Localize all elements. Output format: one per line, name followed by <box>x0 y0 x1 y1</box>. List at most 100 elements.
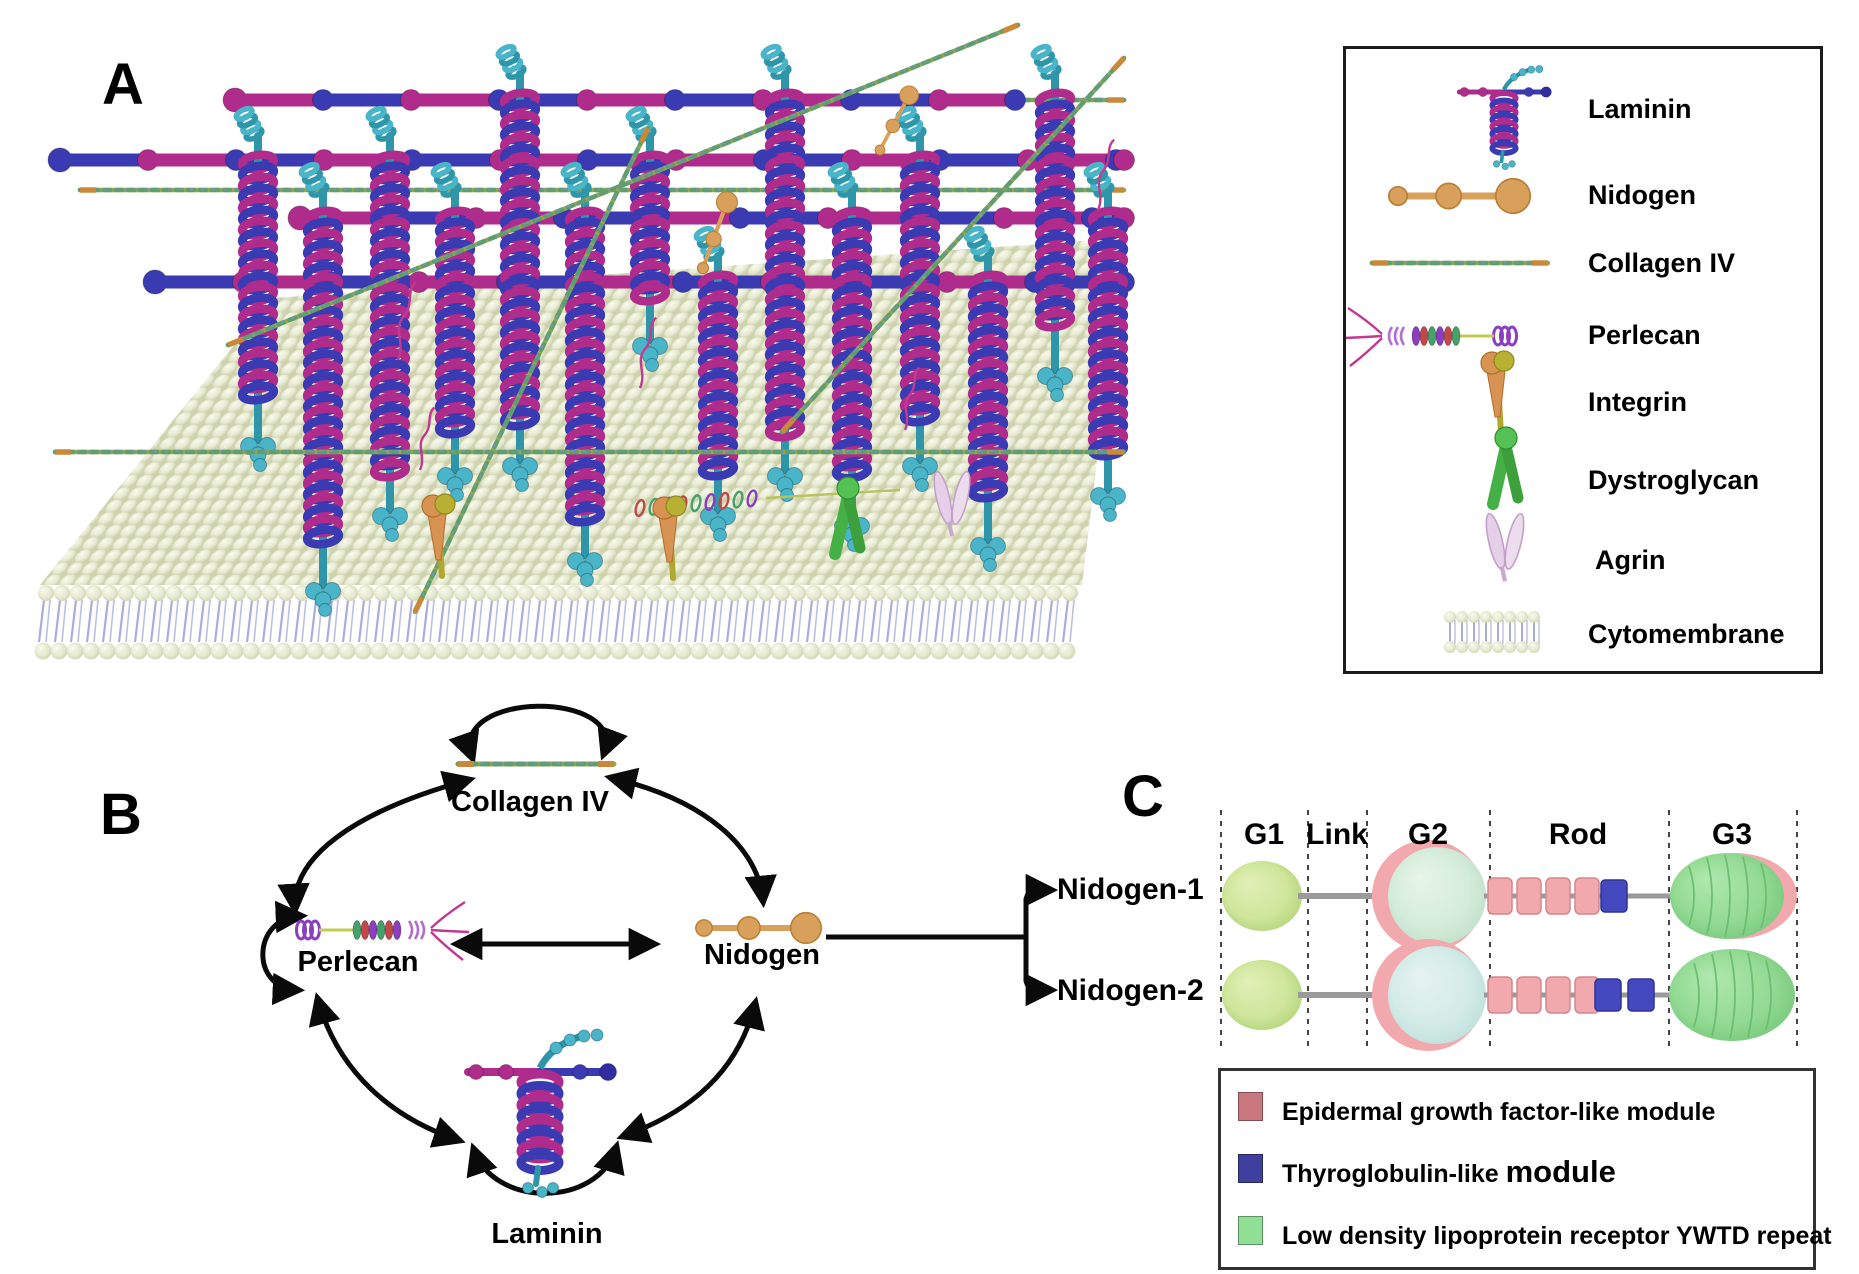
laminin-foot <box>502 457 538 492</box>
laminin-short-arm <box>963 225 995 262</box>
b-label-nidogen-2: Nidogen-2 <box>1057 974 1204 1007</box>
legend-item-cytomembrane: Cytomembrane <box>1588 619 1785 649</box>
laminin-coiled-arm <box>760 43 806 502</box>
laminin-foot <box>437 467 473 502</box>
collagen-iv-icon <box>1369 260 1551 266</box>
c-domain-rod: Rod <box>1548 818 1608 851</box>
interaction-arrow <box>277 770 476 917</box>
laminin-foot <box>632 337 668 372</box>
nidogen-molecule <box>695 911 823 945</box>
interaction-arrow <box>260 900 309 1006</box>
nidogen-2-structure <box>1222 939 1795 1051</box>
laminin-coiled-arm <box>1083 161 1129 522</box>
branch-arrow-nidogen-2 <box>1023 973 1059 1007</box>
laminin-foot <box>305 582 341 617</box>
laminin-short-arm <box>298 161 330 198</box>
branch-arrow-nidogen-1 <box>1023 873 1059 907</box>
c-domain-g1: G1 <box>1243 818 1285 851</box>
laminin-coiled-arm <box>298 161 344 617</box>
perlecan-icon <box>1343 306 1518 367</box>
c-legend-ywtd: Low density lipoprotein receptor YWTD re… <box>1282 1222 1832 1250</box>
c-domain-link: Link <box>1306 818 1368 851</box>
cytomembrane-icon <box>1444 611 1540 653</box>
nidogen-icon <box>1387 177 1532 215</box>
laminin-foot <box>567 552 603 587</box>
b-label-laminin: Laminin <box>491 1218 603 1250</box>
laminin-short-arm <box>430 161 462 198</box>
laminin-coiled-arm <box>560 161 606 587</box>
legend-panel-a <box>1343 46 1823 674</box>
laminin-foot <box>1090 487 1126 522</box>
laminin-foot <box>1037 367 1073 402</box>
nidogen-molecule <box>1387 177 1532 215</box>
ywtd-repeat-swatch <box>1238 1216 1263 1245</box>
laminin-coiled-arm <box>895 105 941 492</box>
perlecan-strand <box>1096 138 1116 211</box>
c-domain-g3: G3 <box>1711 818 1753 851</box>
laminin-polymer-rod <box>47 147 1135 173</box>
legend-a-icons <box>1343 65 1552 653</box>
dystroglycan-icon <box>1487 426 1524 510</box>
perlecan-strand <box>638 316 658 389</box>
branch-bracket <box>826 898 1029 982</box>
integrin-receptor <box>1480 350 1515 436</box>
laminin-short-arm <box>760 43 792 80</box>
legend-item-agrin: Agrin <box>1595 545 1666 575</box>
laminin-coiled-arm <box>625 105 671 372</box>
laminin-coiled-arm <box>1030 43 1076 402</box>
dystroglycan-receptor <box>1487 426 1524 510</box>
legend-item-collagen-iv: Collagen IV <box>1588 248 1736 278</box>
integrin-receptor <box>652 495 687 581</box>
panel-c-letter: C <box>1122 764 1164 829</box>
nidogen-molecule <box>874 85 919 156</box>
laminin-foot <box>372 507 408 542</box>
panel-c-schematic <box>1220 810 1798 1051</box>
interaction-arrow <box>448 703 628 765</box>
laminin-icon <box>1456 65 1552 171</box>
legend-item-laminin: Laminin <box>1588 94 1692 124</box>
legend-item-integrin: Integrin <box>1588 387 1687 417</box>
interaction-arrow <box>604 767 777 909</box>
b-label-nidogen-1: Nidogen-1 <box>1057 873 1204 906</box>
b-label-collagen-iv: Collagen IV <box>451 786 609 818</box>
perlecan-icon <box>1343 306 1518 367</box>
interaction-arrow <box>616 996 765 1143</box>
nidogen-molecule <box>696 191 738 275</box>
b-nidogen-icon <box>695 911 823 945</box>
laminin-polymer-rod <box>222 87 1026 113</box>
laminin-short-arm <box>1030 43 1062 80</box>
lipid-bilayer <box>34 585 1078 660</box>
laminin-short-arm <box>495 43 527 80</box>
legend-item-perlecan: Perlecan <box>1588 320 1701 350</box>
legend-panel-c <box>1218 1068 1816 1270</box>
laminin-foot <box>700 507 736 542</box>
b-laminin-icon <box>464 1028 617 1198</box>
perlecan-strand <box>396 281 417 361</box>
integrin-icon <box>1480 350 1515 436</box>
legend-item-dystroglycan: Dystroglycan <box>1588 465 1760 495</box>
panel-a-illustration <box>34 22 1135 660</box>
integrin-receptor <box>421 493 456 579</box>
b-collagen-iv-icon <box>455 761 617 767</box>
panel-b-letter: B <box>100 782 142 847</box>
legend-item-nidogen: Nidogen <box>1588 180 1696 210</box>
laminin-foot <box>902 457 938 492</box>
egf-module-swatch <box>1238 1092 1263 1121</box>
laminin-short-arm <box>625 105 657 142</box>
interaction-arrow <box>308 992 466 1148</box>
dystroglycan-receptor <box>829 476 866 560</box>
laminin-short-arm <box>233 105 265 142</box>
perlecan-strand <box>418 406 436 471</box>
b-label-nidogen: Nidogen <box>704 939 820 971</box>
laminin-short-arm <box>560 161 592 198</box>
laminin-foot <box>970 537 1006 572</box>
c-domain-g2: G2 <box>1407 818 1449 851</box>
laminin-foot <box>767 467 803 502</box>
nidogen-1-structure <box>1222 840 1797 952</box>
laminin-coiled-arm <box>365 105 411 542</box>
b-label-perlecan: Perlecan <box>297 946 419 978</box>
laminin-coiled-arm <box>233 105 279 472</box>
agrin-molecule <box>1485 512 1525 582</box>
